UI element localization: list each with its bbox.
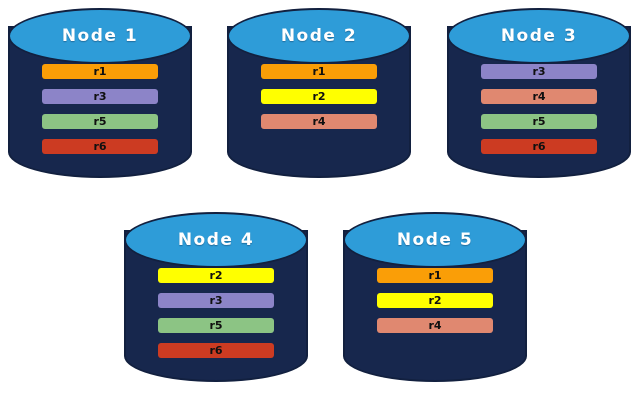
node-label: Node 4	[177, 230, 255, 250]
replica-bar[interactable]: r1	[42, 64, 158, 79]
replica-bar[interactable]: r3	[481, 64, 597, 79]
replica-bar[interactable]: r2	[261, 89, 377, 104]
replica-list: r3 r4 r5 r6	[481, 64, 597, 164]
replica-bar[interactable]: r1	[377, 268, 493, 283]
replica-bar[interactable]: r6	[158, 343, 274, 358]
database-node-1[interactable]: Node 1 r1 r3 r5 r6	[8, 8, 192, 188]
database-node-3[interactable]: Node 3 r3 r4 r5 r6	[447, 8, 631, 188]
cylinder-top-icon	[343, 212, 527, 268]
cylinder-top-icon	[8, 8, 192, 64]
node-label: Node 2	[280, 26, 358, 46]
replica-list: r2 r3 r5 r6	[158, 268, 274, 368]
replica-bar[interactable]: r6	[481, 139, 597, 154]
replica-list: r1 r2 r4	[261, 64, 377, 139]
node-label: Node 1	[61, 26, 139, 46]
replica-bar[interactable]: r5	[42, 114, 158, 129]
replica-bar[interactable]: r4	[377, 318, 493, 333]
replica-bar[interactable]: r3	[158, 293, 274, 308]
replica-bar[interactable]: r4	[481, 89, 597, 104]
replica-bar[interactable]: r5	[158, 318, 274, 333]
cylinder-top-icon	[227, 8, 411, 64]
replica-list: r1 r2 r4	[377, 268, 493, 343]
replica-bar[interactable]: r4	[261, 114, 377, 129]
cylinder-top-icon	[124, 212, 308, 268]
replica-bar[interactable]: r6	[42, 139, 158, 154]
node-label: Node 3	[500, 26, 578, 46]
replica-bar[interactable]: r5	[481, 114, 597, 129]
replica-bar[interactable]: r2	[158, 268, 274, 283]
cylinder-top-icon	[447, 8, 631, 64]
replica-bar[interactable]: r2	[377, 293, 493, 308]
replica-bar[interactable]: r3	[42, 89, 158, 104]
replica-bar[interactable]: r1	[261, 64, 377, 79]
database-node-5[interactable]: Node 5 r1 r2 r4	[343, 212, 527, 392]
database-node-2[interactable]: Node 2 r1 r2 r4	[227, 8, 411, 188]
node-label: Node 5	[396, 230, 474, 250]
replica-list: r1 r3 r5 r6	[42, 64, 158, 164]
database-node-4[interactable]: Node 4 r2 r3 r5 r6	[124, 212, 308, 392]
